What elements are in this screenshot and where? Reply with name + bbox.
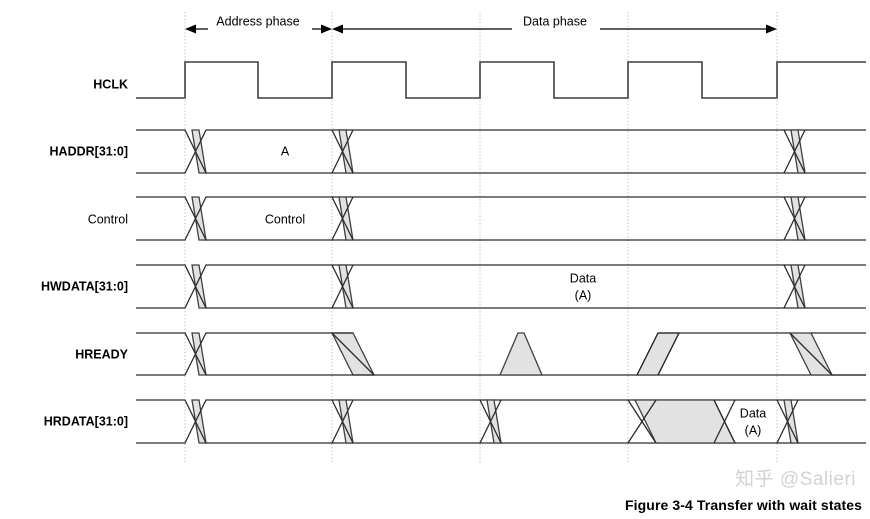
hrdata-outline-2 [331,399,354,444]
hwdata-outline-2 [331,264,354,309]
hready-transition-1 [191,332,207,376]
hwdata-transition-1 [191,264,207,309]
data-phase-arrowhead-right [766,24,777,34]
hrdata-wait-data [633,399,737,444]
signal-label-hclk: HCLK [93,77,128,91]
hrdata-outline-4 [627,399,736,444]
haddr-outline-3 [783,129,806,174]
waveform-haddr [136,129,866,174]
control-outline-2 [331,196,354,241]
hrdata-outline-1 [136,399,866,444]
hrdata-transition-4 [783,399,799,444]
bus-value-hrdata-line2: (A) [745,423,762,437]
address-phase-arrowhead-left [185,24,196,34]
hwdata-outline [136,264,866,309]
data-phase-arrowhead-left [332,24,343,34]
haddr-transition-1 [191,129,207,174]
hrdata-outline-3 [479,399,502,444]
waveform-hwdata [136,264,866,309]
control-transition-2 [338,196,354,241]
control-transition-1 [191,196,207,241]
hready-rising-edge [635,332,681,376]
control-transition-3 [790,196,806,241]
hwdata-outline-3 [783,264,806,309]
watermark-text: 知乎 @Salieri [735,469,856,490]
signal-label-haddr: HADDR[31:0] [50,144,128,158]
hrdata-transition-3 [486,399,502,444]
signal-label-hready: HREADY [75,347,128,361]
address-phase-arrowhead-right [321,24,332,34]
hready-glitch-pulse [499,332,543,376]
haddr-outline-2 [331,129,354,174]
hrdata-transition-2 [338,399,354,444]
bus-value-hrdata-line1: Data [740,406,766,420]
bus-value-hwdata-line2: (A) [575,288,592,302]
hwdata-transition-3 [790,264,806,309]
data-phase-label: Data phase [523,14,587,28]
control-outline-3 [783,196,806,241]
waveform-control [136,196,866,241]
haddr-outline [136,129,866,174]
signal-label-control: Control [88,212,128,226]
data-phase-label-bg [512,14,600,31]
waveform-hready [136,332,866,376]
waveform-hrdata [136,399,866,444]
haddr-transition-2 [338,129,354,174]
address-phase-label: Address phase [216,14,299,28]
hrdata-transition-1 [191,399,207,444]
hready-outline-3 [636,332,790,376]
bus-value-haddr: A [281,144,290,158]
hrdata-outline-5 [776,399,799,444]
address-phase-label-bg [208,14,312,31]
haddr-transition-3 [790,129,806,174]
gridlines-group [184,12,778,462]
signal-label-hwdata: HWDATA[31:0] [41,279,128,293]
hwdata-transition-2 [338,264,354,309]
waveform-hclk [136,61,866,99]
bus-value-hwdata-line1: Data [570,271,596,285]
hready-outline-1 [136,332,332,376]
figure-caption: Figure 3-4 Transfer with wait states [625,497,862,513]
signal-label-hrdata: HRDATA[31:0] [44,414,128,428]
bus-value-control: Control [265,212,305,226]
control-outline [136,196,866,241]
hready-outline-4 [789,332,866,376]
